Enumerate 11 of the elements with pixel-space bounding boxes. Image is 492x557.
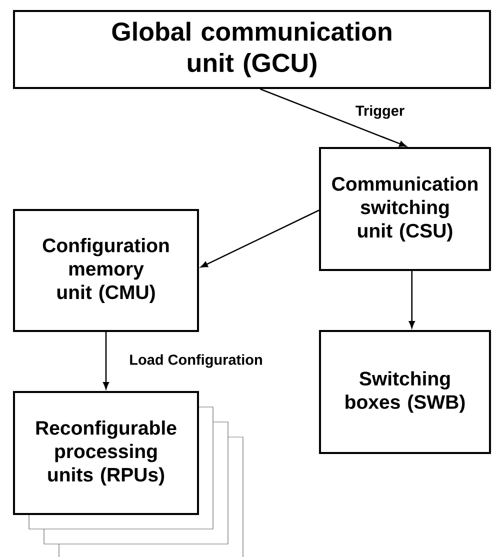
process-box: Configuration memory unit (CMU) xyxy=(13,209,199,332)
process-box: Global communication unit (GCU) xyxy=(13,10,491,89)
edge-label: Trigger xyxy=(354,104,406,120)
edge-label: Load Configuration xyxy=(128,353,264,369)
process-box: Communication switching unit (CSU) xyxy=(319,147,491,271)
arrow xyxy=(103,332,109,390)
arrow xyxy=(200,210,320,268)
process-box: Reconfigurable processing units (RPUs) xyxy=(13,391,199,515)
process-box: Switching boxes (SWB) xyxy=(319,330,491,454)
arrow xyxy=(408,271,415,328)
arrow xyxy=(260,88,406,147)
